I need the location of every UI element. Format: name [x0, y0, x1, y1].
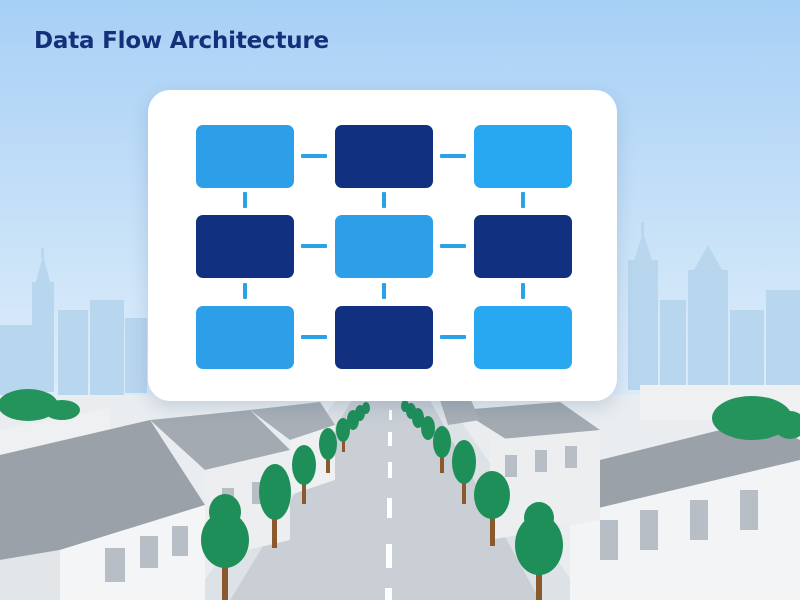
connector-vertical — [521, 283, 525, 299]
road — [230, 400, 540, 600]
connector-horizontal — [301, 335, 327, 339]
diagram-panel — [148, 90, 617, 401]
connector-horizontal — [301, 244, 327, 248]
diagram-node[interactable] — [474, 306, 572, 369]
connector-vertical — [243, 283, 247, 299]
connector-vertical — [382, 192, 386, 208]
bushes — [0, 389, 800, 440]
connector-vertical — [243, 192, 247, 208]
road-markings — [385, 410, 392, 600]
diagram-node[interactable] — [196, 215, 294, 278]
diagram-node[interactable] — [196, 125, 294, 188]
trees-right — [401, 400, 563, 600]
skyline-right — [628, 222, 800, 390]
diagram-node[interactable] — [335, 215, 433, 278]
diagram-node[interactable] — [335, 306, 433, 369]
connector-horizontal — [301, 154, 327, 158]
diagram-node[interactable] — [474, 215, 572, 278]
trees-left — [201, 402, 370, 600]
connector-vertical — [521, 192, 525, 208]
diagram-node[interactable] — [196, 306, 294, 369]
connector-vertical — [382, 283, 386, 299]
connector-horizontal — [440, 244, 466, 248]
diagram-node[interactable] — [335, 125, 433, 188]
page-title: Data Flow Architecture — [34, 28, 329, 54]
connector-horizontal — [440, 154, 466, 158]
connector-horizontal — [440, 335, 466, 339]
buildings-right — [440, 385, 800, 600]
skyline-left — [0, 248, 147, 395]
diagram-node[interactable] — [474, 125, 572, 188]
